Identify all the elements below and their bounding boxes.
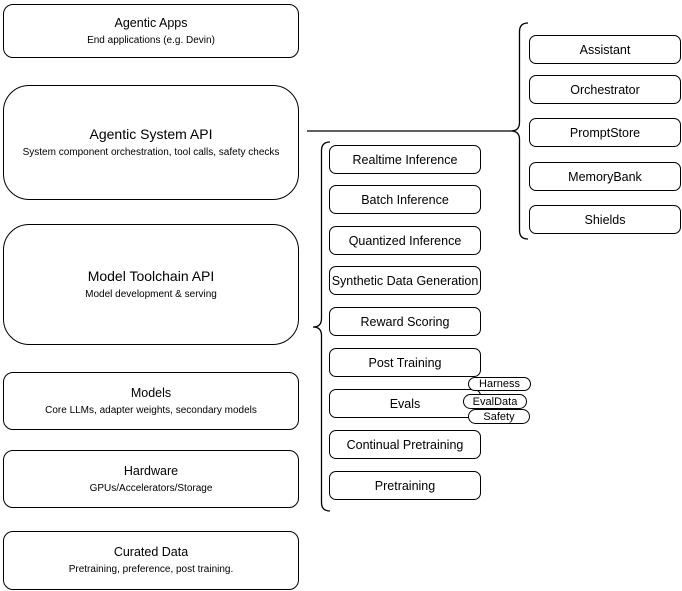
node-subtitle: GPUs/Accelerators/Storage	[89, 482, 213, 494]
component-assistant: Assistant	[529, 35, 681, 64]
toolchain-item-quantized-inference: Quantized Inference	[329, 226, 481, 255]
node-agentic-system-api: Agentic System API System component orch…	[3, 85, 299, 200]
components-brace	[510, 22, 529, 240]
evals-tag-harness: Harness	[468, 377, 531, 391]
node-subtitle: System component orchestration, tool cal…	[22, 147, 280, 158]
component-shields: Shields	[529, 205, 681, 234]
toolchain-item-post-training: Post Training	[329, 348, 481, 377]
toolchain-item-realtime-inference: Realtime Inference	[329, 145, 481, 174]
evals-tag-safety: Safety	[468, 409, 530, 424]
node-curated-data: Curated Data Pretraining, preference, po…	[3, 531, 299, 590]
toolchain-item-pretraining: Pretraining	[329, 471, 481, 500]
node-title: Hardware	[123, 463, 179, 478]
evals-tag-evaldata: EvalData	[463, 394, 527, 409]
node-models: Models Core LLMs, adapter weights, secon…	[3, 372, 299, 430]
toolchain-brace	[312, 141, 331, 512]
component-promptstore: PromptStore	[529, 118, 681, 147]
toolchain-item-batch-inference: Batch Inference	[329, 185, 481, 214]
node-subtitle: Model development & serving	[85, 289, 217, 300]
toolchain-item-reward-scoring: Reward Scoring	[329, 307, 481, 336]
node-hardware: Hardware GPUs/Accelerators/Storage	[3, 450, 299, 508]
node-subtitle: End applications (e.g. Devin)	[87, 34, 215, 46]
node-title: Model Toolchain API	[87, 268, 215, 284]
component-orchestrator: Orchestrator	[529, 75, 681, 104]
toolchain-item-continual-pretraining: Continual Pretraining	[329, 430, 481, 459]
node-title: Models	[130, 385, 172, 400]
node-title: Agentic Apps	[114, 15, 188, 30]
toolchain-item-evals: Evals	[329, 389, 481, 418]
component-memorybank: MemoryBank	[529, 162, 681, 191]
node-subtitle: Core LLMs, adapter weights, secondary mo…	[45, 404, 257, 416]
node-subtitle: Pretraining, preference, post training.	[68, 564, 234, 575]
node-agentic-apps: Agentic Apps End applications (e.g. Devi…	[3, 4, 299, 58]
node-title: Agentic System API	[89, 126, 213, 142]
node-title: Curated Data	[113, 545, 189, 559]
toolchain-item-synthetic-data-generation: Synthetic Data Generation	[329, 266, 481, 295]
node-model-toolchain-api: Model Toolchain API Model development & …	[3, 224, 299, 345]
